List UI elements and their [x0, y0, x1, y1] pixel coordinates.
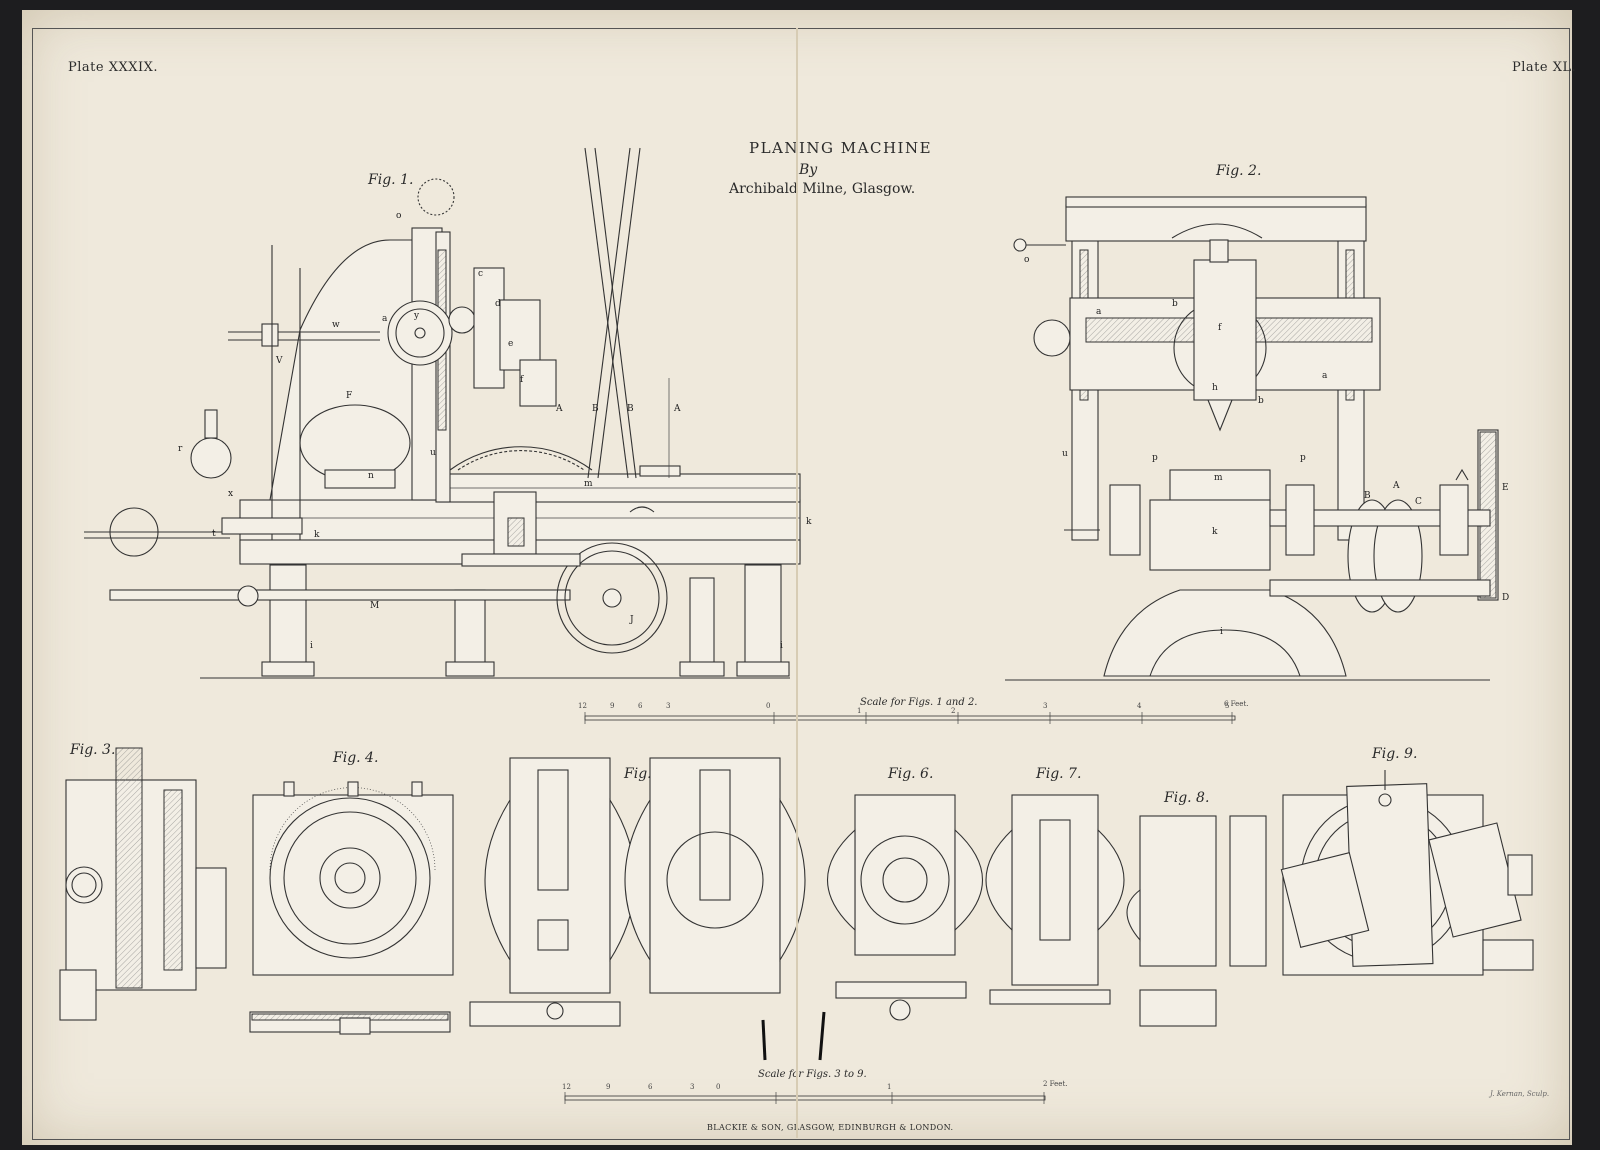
svg-text:r: r: [178, 444, 183, 454]
fig9-assembly: [1280, 770, 1534, 976]
svg-text:p: p: [1152, 453, 1158, 463]
svg-text:i: i: [310, 641, 313, 651]
svg-text:t: t: [212, 529, 216, 539]
scale-lower-tick: 9: [606, 1083, 611, 1091]
svg-text:k: k: [314, 530, 320, 540]
scale-upper-tick: 5: [1225, 702, 1230, 710]
fig7-label: Fig. 7.: [1036, 766, 1082, 782]
publisher-imprint: BLACKIE & SON, GLASGOW, EDINBURGH & LOND…: [707, 1123, 954, 1132]
svg-text:A: A: [555, 404, 563, 414]
plate-title-by: By: [799, 162, 818, 178]
fig3-section: [59, 747, 227, 1021]
svg-text:o: o: [396, 211, 401, 221]
scale-upper-tick: 9: [610, 702, 615, 710]
svg-text:d: d: [495, 299, 501, 309]
svg-text:m: m: [584, 479, 593, 489]
scale-lower-label: Scale for Figs. 3 to 9.: [758, 1069, 867, 1080]
engraver-credit: J. Kernan, Sculp.: [1490, 1090, 1550, 1098]
svg-text:F: F: [346, 391, 352, 401]
svg-text:a: a: [1322, 371, 1328, 381]
scale-upper-tick-end: 6 Feet.: [1224, 700, 1249, 708]
scale-upper-tick: 3: [1043, 702, 1048, 710]
svg-text:p: p: [1300, 453, 1306, 463]
svg-text:u: u: [430, 448, 436, 458]
scale-lower-tick: 12: [562, 1083, 571, 1091]
svg-text:J: J: [629, 615, 634, 625]
scale-upper-tick: 6: [638, 702, 643, 710]
fig4-label: Fig. 4.: [333, 750, 379, 766]
svg-text:i: i: [1220, 627, 1223, 637]
plate-number-right: Plate XL.: [1512, 60, 1577, 75]
svg-text:w: w: [332, 320, 340, 330]
svg-text:E: E: [1502, 483, 1509, 493]
plate-title: PLANING MACHINE: [749, 139, 933, 157]
fig6-label: Fig. 6.: [888, 766, 934, 782]
scale-upper-tick: 12: [578, 702, 587, 710]
svg-text:B: B: [592, 404, 599, 414]
svg-text:c: c: [478, 269, 483, 279]
svg-text:o: o: [1024, 255, 1029, 265]
fig1-side-elevation: o w a yV F r x t k n m uMi i A B B Ak Jc d e f: [84, 147, 812, 679]
svg-text:k: k: [1212, 527, 1218, 537]
scale-upper-tick: 1: [857, 707, 862, 715]
fig2-end-elevation: o a b b f h a u p m k p A B C E Di: [1005, 196, 1509, 681]
plate-number-left: Plate XXXIX.: [68, 60, 158, 75]
svg-text:f: f: [520, 375, 524, 385]
svg-text:f: f: [1218, 323, 1222, 333]
fig9-label: Fig. 9.: [1372, 746, 1418, 762]
fig6-view: [826, 794, 984, 1021]
scale-lower-tick: 6: [648, 1083, 653, 1091]
scale-lower-tick: 3: [690, 1083, 695, 1091]
scale-upper-label: Scale for Figs. 1 and 2.: [860, 697, 978, 708]
svg-text:B: B: [1364, 491, 1371, 501]
plate-title-maker: Archibald Milne, Glasgow.: [729, 181, 916, 197]
svg-text:k: k: [806, 517, 812, 527]
svg-text:b: b: [1172, 299, 1178, 309]
fig7-view: [985, 794, 1125, 1005]
fig2-label: Fig. 2.: [1216, 163, 1262, 179]
svg-text:M: M: [370, 601, 379, 611]
svg-text:A: A: [673, 404, 681, 414]
svg-text:e: e: [508, 339, 513, 349]
fig1-label: Fig. 1.: [368, 172, 414, 188]
svg-text:C: C: [1415, 497, 1422, 507]
svg-text:B: B: [627, 404, 634, 414]
fig3-label: Fig. 3.: [70, 742, 116, 758]
fig5-views: [469, 757, 806, 1027]
svg-text:x: x: [228, 489, 233, 499]
scale-upper-tick: 3: [666, 702, 671, 710]
svg-text:i: i: [780, 641, 783, 651]
svg-text:a: a: [1096, 307, 1102, 317]
scale-bar-upper: [584, 712, 1236, 724]
svg-text:h: h: [1212, 383, 1218, 393]
fig8-label: Fig. 8.: [1164, 790, 1210, 806]
fig8-views: [1126, 815, 1267, 1027]
scale-upper-tick: 4: [1137, 702, 1142, 710]
svg-text:n: n: [368, 471, 374, 481]
scale-upper-tick: 2: [951, 707, 956, 715]
scale-lower-tick: 0: [716, 1083, 721, 1091]
scale-lower-tick: 1: [887, 1083, 892, 1091]
svg-text:a: a: [382, 314, 388, 324]
fig4-plan: [249, 781, 454, 1035]
scale-bar-lower: [564, 1092, 1046, 1104]
svg-text:m: m: [1214, 473, 1223, 483]
svg-text:u: u: [1062, 449, 1068, 459]
svg-text:b: b: [1258, 396, 1264, 406]
scale-lower-tick-end: 2 Feet.: [1043, 1080, 1068, 1088]
svg-text:V: V: [275, 356, 283, 366]
svg-text:y: y: [413, 311, 420, 321]
svg-text:D: D: [1502, 593, 1509, 603]
svg-text:A: A: [1392, 481, 1400, 491]
scale-upper-tick: 0: [766, 702, 771, 710]
